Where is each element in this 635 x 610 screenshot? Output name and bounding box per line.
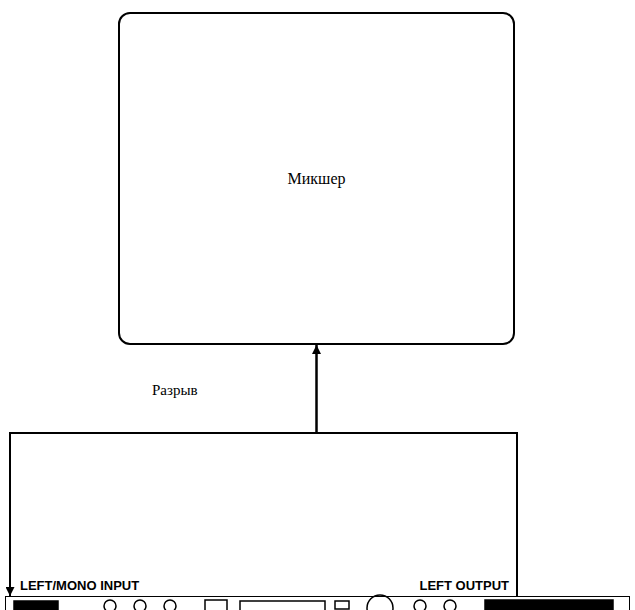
port-label: LEFT OUTPUT: [419, 578, 509, 593]
knob: [134, 600, 146, 610]
brand-logo: [14, 601, 58, 610]
knob: [104, 600, 116, 610]
signal-wire: [10, 345, 317, 596]
data-wheel: [367, 595, 393, 610]
edge-label: Разрыв: [150, 382, 200, 399]
button: [335, 601, 349, 609]
signal-wire: [317, 345, 518, 596]
knob: [164, 600, 176, 610]
level-meters: [485, 600, 613, 610]
display: [240, 601, 325, 610]
port-label: LEFT/MONO INPUT: [20, 578, 139, 593]
knob: [444, 600, 456, 610]
knob: [414, 600, 426, 610]
box-label: Микшер: [288, 170, 346, 188]
mixer-box: Микшер: [118, 12, 515, 345]
effects-unit: LEFT/MONO INPUTLEFT OUTPUT: [5, 596, 630, 610]
meter: [205, 600, 227, 610]
